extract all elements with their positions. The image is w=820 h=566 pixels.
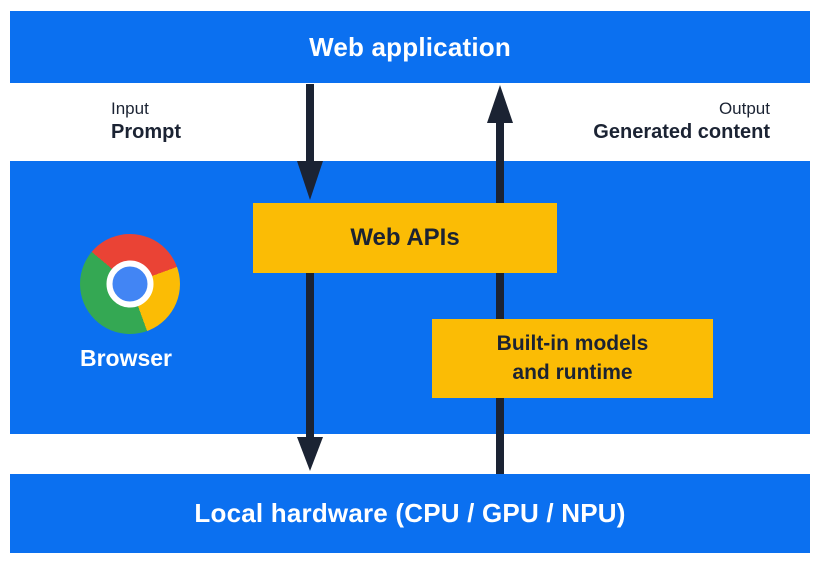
output-annotation: Output Generated content xyxy=(593,100,770,142)
web-application-label: Web application xyxy=(309,31,511,62)
input-subtitle: Prompt xyxy=(111,121,181,143)
input-title: Input xyxy=(111,99,149,118)
chrome-browser-logo-icon xyxy=(80,234,180,334)
builtin-models-label-line2: and runtime xyxy=(512,360,633,384)
web-application-layer: Web application xyxy=(10,11,810,83)
input-flow-arrow-shaft-top xyxy=(306,84,314,164)
input-flow-arrowhead-bottom xyxy=(297,437,323,471)
output-flow-arrow-shaft xyxy=(496,120,504,474)
browser-label: Browser xyxy=(79,345,173,371)
builtin-models-box: Built-in models and runtime xyxy=(432,319,713,398)
input-flow-arrow-shaft-bottom xyxy=(306,273,314,439)
input-annotation: Input Prompt xyxy=(111,100,181,142)
input-flow-arrowhead-top xyxy=(297,161,323,200)
web-apis-label: Web APIs xyxy=(350,224,460,251)
web-apis-box: Web APIs xyxy=(253,203,557,273)
builtin-models-label-line1: Built-in models xyxy=(496,332,649,356)
local-hardware-label: Local hardware (CPU / GPU / NPU) xyxy=(194,498,626,528)
local-hardware-layer: Local hardware (CPU / GPU / NPU) xyxy=(10,474,810,553)
output-title: Output xyxy=(718,99,770,118)
chrome-logo-center xyxy=(106,260,154,308)
output-subtitle: Generated content xyxy=(593,121,770,143)
output-flow-arrowhead xyxy=(487,85,513,123)
